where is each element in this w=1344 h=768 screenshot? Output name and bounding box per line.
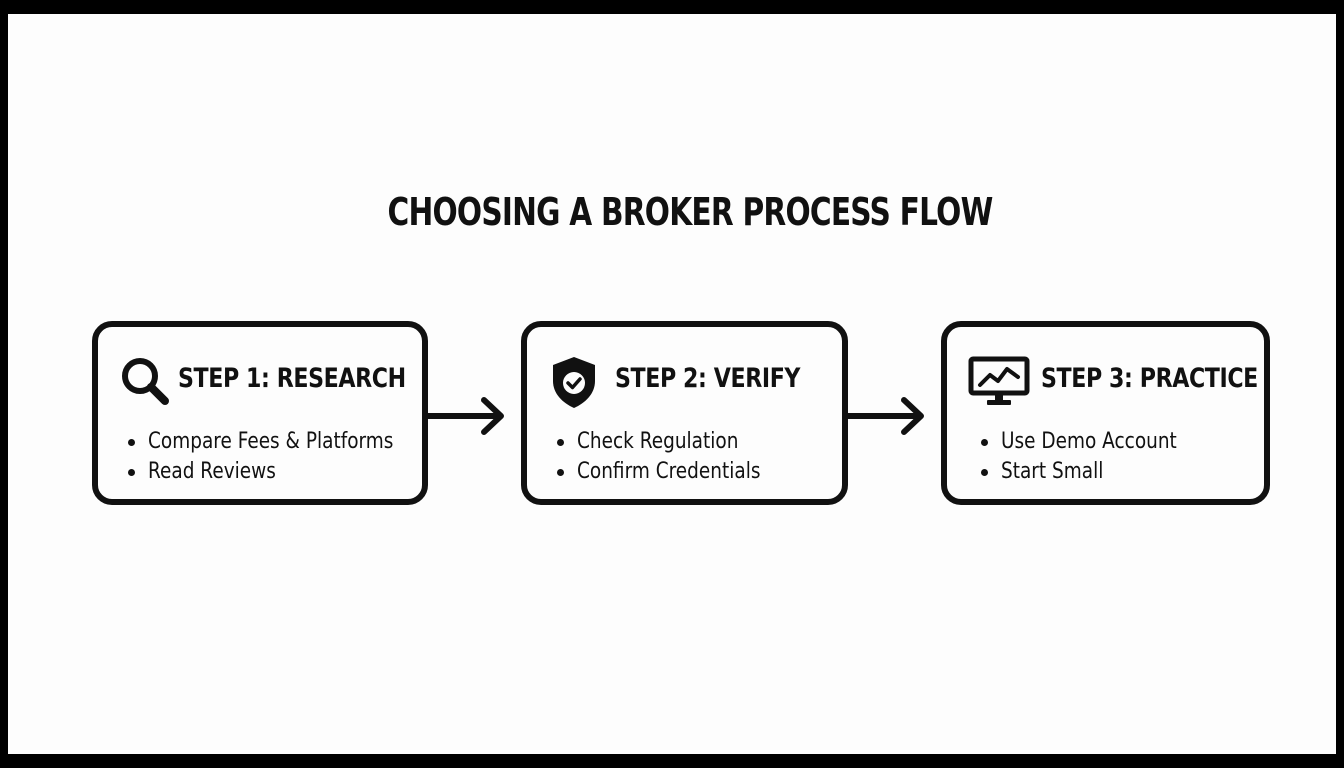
step-3-title: STEP 3: PRACTICE (1041, 363, 1258, 394)
diagram-title: CHOOSING A BROKER PROCESS FLOW (387, 190, 993, 234)
monitor-chart-icon (968, 356, 1030, 405)
step-3-bullet-1: Use Demo Account (979, 427, 1210, 457)
step-2-bullet-list: Check Regulation Confirm Credentials (555, 427, 795, 487)
shield-check-icon (553, 357, 595, 408)
magnifying-glass-icon (122, 358, 169, 405)
step-2-bullet-1: Check Regulation (555, 427, 795, 457)
step-3-bullet-2: Start Small (979, 457, 1210, 487)
arrow-step-2-to-3 (846, 397, 924, 435)
step-2-title: STEP 2: VERIFY (615, 363, 801, 394)
step-3-box: STEP 3: PRACTICE Use Demo Account Start … (941, 321, 1270, 505)
step-1-title: STEP 1: RESEARCH (178, 363, 406, 394)
arrow-step-1-to-2 (426, 397, 504, 435)
step-1-bullet-1: Compare Fees & Platforms (126, 427, 440, 457)
step-1-bullet-2: Read Reviews (126, 457, 440, 487)
step-3-bullet-list: Use Demo Account Start Small (979, 427, 1210, 487)
step-1-box: STEP 1: RESEARCH Compare Fees & Platform… (92, 321, 428, 505)
diagram-canvas: CHOOSING A BROKER PROCESS FLOW STEP 1: R… (8, 14, 1336, 754)
step-2-box: STEP 2: VERIFY Check Regulation Confirm … (521, 321, 848, 505)
step-2-bullet-2: Confirm Credentials (555, 457, 795, 487)
step-1-bullet-list: Compare Fees & Platforms Read Reviews (126, 427, 440, 487)
